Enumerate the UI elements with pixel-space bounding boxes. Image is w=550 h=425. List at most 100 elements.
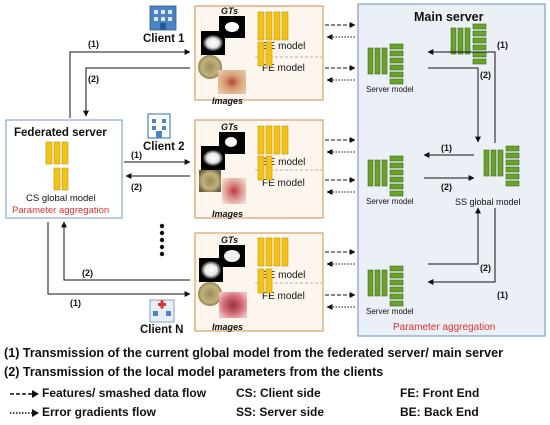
client2-server-flows [325, 137, 356, 195]
fe-model-block [257, 268, 265, 294]
dashed-arrow-icon [10, 390, 39, 398]
clientn-dermoscopy-image [198, 282, 222, 306]
client2-images-label: Images [212, 209, 243, 219]
server-model-block [389, 71, 404, 78]
federated-aggregation: Parameter aggregation [12, 205, 109, 216]
arrow-label-client1-two: (2) [88, 74, 99, 84]
clientn-name: Client N [140, 324, 183, 336]
client1-be-label: BE model [262, 41, 305, 52]
server-model-block [389, 155, 404, 162]
arrow-label-server3-one: (1) [497, 290, 508, 300]
clientn-gts-label: GTs [221, 235, 238, 245]
server-model-block [389, 293, 404, 300]
fe-model-block [265, 268, 273, 294]
ss-global-model-block [505, 180, 520, 187]
server-model-block [367, 269, 374, 297]
be-model-block [273, 11, 281, 41]
arrow-label-clientn-two: (2) [82, 268, 93, 278]
be-model-block [281, 11, 289, 41]
server-model-block [367, 47, 374, 75]
be-model-block [281, 237, 289, 267]
ss-global-model-block [505, 166, 520, 173]
client1-content: GTs Images BE model FE model [198, 6, 305, 106]
server-model-block [374, 47, 381, 75]
server-model-block [389, 183, 404, 190]
dotted-arrow-icon [10, 409, 39, 417]
ss-global-model-block [497, 149, 504, 177]
server-model-block [389, 279, 404, 286]
cs-global-model-block [53, 141, 61, 165]
server-model-block [389, 176, 404, 183]
clinic-icon [147, 113, 171, 139]
server3-to-global-arrow [428, 207, 481, 265]
ss-global-model-block [483, 149, 490, 177]
clientn-content: GTs Images BE model FE model [198, 235, 305, 332]
legend-be: BE: Back End [400, 405, 479, 419]
be-model-block [257, 11, 265, 41]
legend-line-1: (1) Transmission of the current global m… [4, 346, 503, 360]
more-clients-ellipsis [159, 223, 165, 257]
be-model-block [257, 125, 265, 155]
clientn-label-group: Client N [140, 299, 183, 336]
arrow-label-client2-two: (2) [131, 182, 142, 192]
server-model-block [389, 50, 404, 57]
main-server-header-block [472, 37, 487, 44]
ss-global-model-block [505, 145, 520, 152]
be-model-block [273, 125, 281, 155]
server-model-block [389, 78, 404, 85]
legend-features: Features/ smashed data flow [42, 386, 207, 400]
model-blocks [45, 11, 520, 307]
main-server-aggregation: Parameter aggregation [393, 322, 495, 333]
ss-global-model-block [505, 152, 520, 159]
be-model-block [257, 237, 265, 267]
client2-gts-label: GTs [221, 122, 238, 132]
arrow-label-client2-one: (1) [131, 150, 142, 160]
be-model-block [265, 237, 273, 267]
server-model-block [389, 57, 404, 64]
fed-to-clientn-arrow [47, 222, 191, 297]
cs-global-model-block [61, 167, 69, 191]
arrow-label-server1-one: (1) [497, 40, 508, 50]
cs-global-model-block [45, 141, 53, 165]
main-server-header-block [472, 51, 487, 58]
hospital-icon [149, 5, 177, 31]
client1-gts-label: GTs [221, 6, 238, 16]
arrow-label-server3-two: (2) [480, 263, 491, 273]
main-server-header-block [472, 30, 487, 37]
ss-global-model-block [505, 173, 520, 180]
cs-global-model-block [61, 141, 69, 165]
client1-skin-image [218, 70, 246, 94]
medical-building-icon [149, 299, 175, 323]
arrow-label-server2-two: (2) [441, 182, 452, 192]
legend-fe: FE: Front End [400, 386, 480, 400]
arrow-label-server1-two: (2) [480, 70, 491, 80]
server-model-block [381, 159, 388, 187]
client2-content: GTs Images BE model FE model [199, 122, 305, 219]
ss-global-model-caption: SS global model [455, 197, 521, 207]
federated-server-title: Federated server [14, 127, 107, 139]
server-model-block [374, 269, 381, 297]
server-model-block [381, 269, 388, 297]
cs-global-model-caption: CS global model [26, 193, 96, 204]
client1-dermoscopy-image [198, 55, 222, 79]
cs-global-model-block [53, 167, 61, 191]
client1-label-group: Client 1 [143, 5, 185, 45]
main-server-header-block [464, 27, 471, 55]
legend-line-2: (2) Transmission of the local model para… [4, 365, 384, 379]
server-model-block [389, 190, 404, 197]
server-model-block [389, 272, 404, 279]
server-model-block [389, 64, 404, 71]
client1-server-flows [325, 22, 356, 83]
main-server-header-block [472, 23, 487, 30]
client1-fe-label: FE model [262, 63, 305, 74]
server-model-block [381, 47, 388, 75]
arrow-label-clientn-one: (1) [70, 298, 81, 308]
ss-global-model-block [490, 149, 497, 177]
clientn-be-label: BE model [262, 270, 305, 281]
client1-to-fed-arrow [83, 67, 190, 117]
clientn-skin-image [219, 292, 247, 318]
fe-model-block [265, 155, 273, 181]
be-model-block [273, 237, 281, 267]
server-model-caption-1: Server model [366, 85, 414, 94]
